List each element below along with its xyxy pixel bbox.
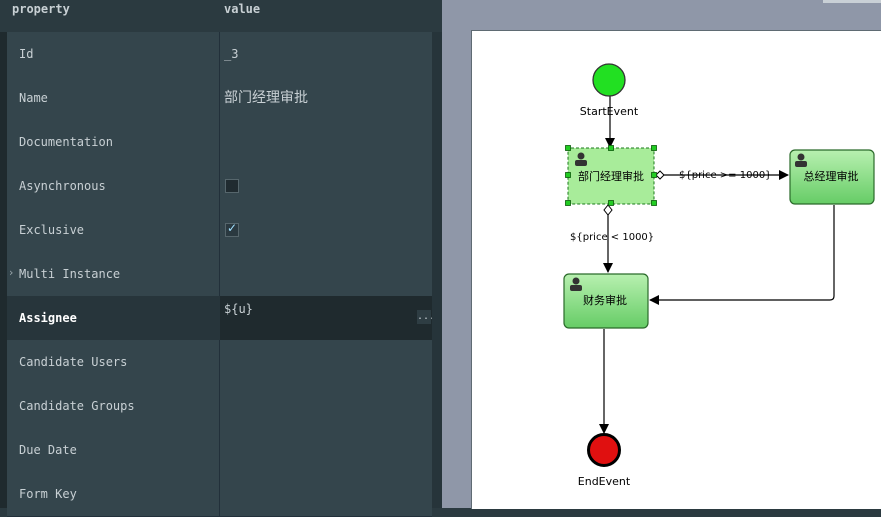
property-value-assignee[interactable]: ${u} bbox=[224, 302, 253, 316]
value-column-header: value bbox=[224, 2, 261, 16]
column-divider bbox=[219, 32, 220, 76]
condition-high-label: ${price >= 1000} bbox=[679, 170, 772, 181]
column-divider bbox=[219, 340, 220, 384]
property-name: Name bbox=[19, 91, 48, 105]
condition-low-label: ${price < 1000} bbox=[570, 232, 654, 243]
property-name: Id bbox=[19, 47, 34, 61]
column-divider bbox=[219, 384, 220, 428]
conditional-flow-diamond-icon bbox=[603, 204, 613, 216]
left-edge-strip bbox=[0, 0, 7, 508]
task-finance-label: 财务审批 bbox=[583, 293, 627, 307]
properties-panel: property value Id _3 Name 部门经理审批 Documen… bbox=[0, 0, 442, 517]
asynchronous-checkbox[interactable] bbox=[225, 179, 239, 193]
property-value-id[interactable]: _3 bbox=[224, 47, 239, 61]
start-event[interactable] bbox=[592, 63, 626, 97]
properties-scrollbar[interactable] bbox=[432, 32, 442, 508]
column-divider bbox=[219, 252, 220, 296]
property-name: Multi Instance bbox=[19, 267, 121, 281]
start-event-label: StartEvent bbox=[580, 105, 639, 118]
property-name: Exclusive bbox=[19, 223, 85, 237]
canvas-top-bar bbox=[823, 0, 881, 3]
property-row-assignee[interactable]: Assignee ${u} ... bbox=[7, 296, 436, 341]
checkmark-icon: ✓ bbox=[227, 221, 238, 235]
column-divider bbox=[219, 472, 220, 516]
assignee-browse-button[interactable]: ... bbox=[417, 310, 436, 324]
default-flow-diamond-icon bbox=[655, 170, 665, 180]
property-name: Assignee bbox=[19, 311, 77, 325]
exclusive-checkbox[interactable]: ✓ bbox=[225, 221, 239, 237]
end-event-label: EndEvent bbox=[578, 475, 631, 488]
user-task-icon bbox=[570, 277, 582, 291]
property-name: Candidate Groups bbox=[19, 399, 135, 413]
column-divider bbox=[219, 164, 220, 208]
diagram-canvas[interactable] bbox=[471, 30, 881, 509]
task-dept-label: 部门经理审批 bbox=[578, 169, 644, 183]
property-row-name[interactable]: Name 部门经理审批 bbox=[7, 76, 432, 121]
task-general-manager[interactable] bbox=[789, 149, 875, 205]
assignee-value-field[interactable] bbox=[220, 296, 432, 340]
end-event[interactable] bbox=[587, 433, 621, 467]
column-divider bbox=[219, 120, 220, 164]
task-gm-label: 总经理审批 bbox=[804, 169, 859, 183]
column-divider bbox=[219, 76, 220, 120]
user-task-icon bbox=[575, 152, 587, 166]
property-row-multi-instance[interactable]: › Multi Instance bbox=[7, 252, 432, 297]
property-name: Form Key bbox=[19, 487, 77, 501]
property-row-asynchronous[interactable]: Asynchronous bbox=[7, 164, 432, 209]
column-divider bbox=[219, 428, 220, 472]
flow-gm-to-finance[interactable] bbox=[649, 205, 835, 305]
property-value-name[interactable]: 部门经理审批 bbox=[224, 90, 308, 106]
selection-handles[interactable] bbox=[565, 145, 657, 206]
property-name: Candidate Users bbox=[19, 355, 128, 369]
property-row-candidate-users[interactable]: Candidate Users bbox=[7, 340, 432, 385]
task-finance[interactable] bbox=[563, 273, 649, 329]
user-task-icon bbox=[795, 153, 807, 167]
property-name: Asynchronous bbox=[19, 179, 106, 193]
properties-header: property value bbox=[0, 0, 442, 32]
expand-chevron-icon[interactable]: › bbox=[9, 266, 14, 279]
column-divider bbox=[219, 208, 220, 252]
property-row-exclusive[interactable]: Exclusive ✓ bbox=[7, 208, 432, 253]
property-name: Due Date bbox=[19, 443, 77, 457]
property-row-candidate-groups[interactable]: Candidate Groups bbox=[7, 384, 432, 429]
property-name: Documentation bbox=[19, 135, 113, 149]
property-row-documentation[interactable]: Documentation bbox=[7, 120, 432, 165]
property-column-header: property bbox=[12, 2, 70, 16]
